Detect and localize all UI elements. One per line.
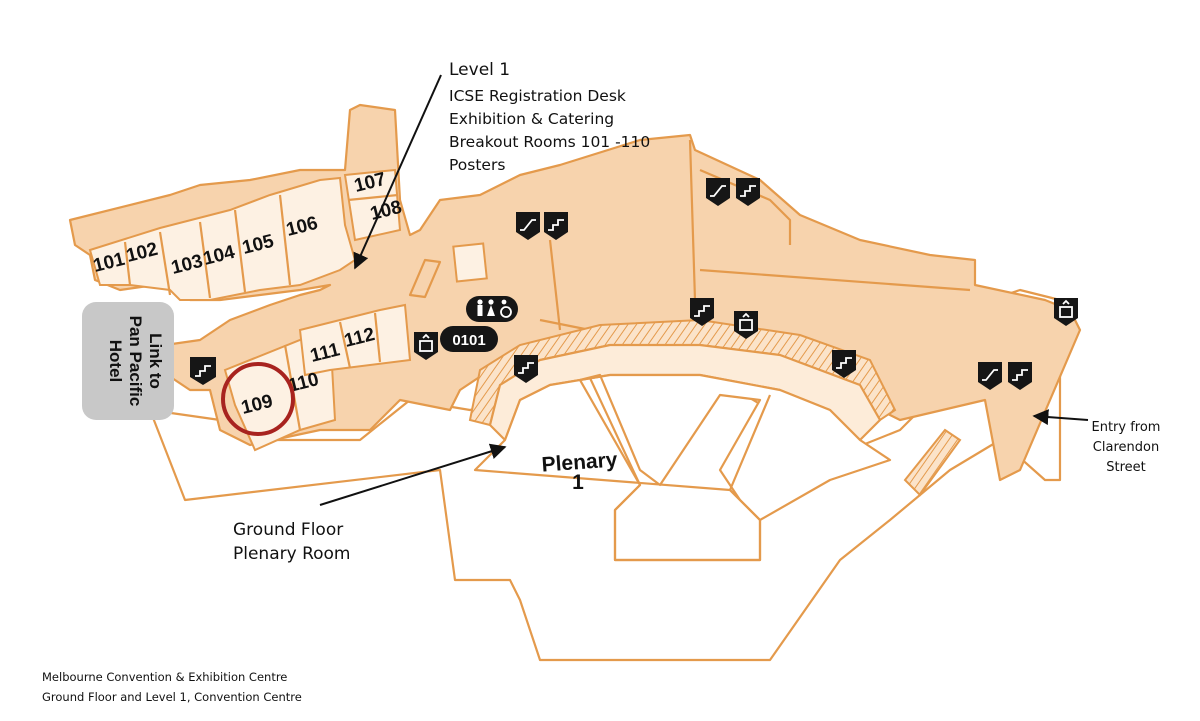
level1-title: Level 1: [449, 60, 510, 80]
stairs-icon: [1008, 362, 1032, 390]
level1-line-4: Posters: [449, 156, 505, 174]
caption-line-2: Ground Floor and Level 1, Convention Cen…: [42, 690, 302, 704]
info-pill: [440, 326, 498, 352]
pan-pacific-label-3: Hotel: [106, 340, 125, 383]
ground-floor-line-1: Ground Floor: [233, 520, 343, 540]
level1-line-1: ICSE Registration Desk: [449, 87, 626, 105]
stairs-icon: [190, 357, 216, 385]
pan-pacific-label-2: Pan Pacific: [126, 316, 145, 407]
entry-arrow: [1032, 409, 1089, 426]
accessible-icon: [500, 299, 512, 318]
entry-line-3: Street: [1106, 460, 1146, 475]
ground-floor-arrow: [319, 443, 507, 506]
caption-line-1: Melbourne Convention & Exhibition Centre: [42, 670, 287, 684]
toilets-icon: [477, 299, 495, 316]
plenary-label: Plenary: [541, 448, 619, 476]
entry-line-2: Clarendon: [1093, 440, 1159, 455]
room-109-highlight-circle: [221, 362, 295, 436]
stairs-icon: [544, 212, 568, 240]
pan-pacific-link-block: [82, 302, 174, 420]
stairs-icon: [736, 178, 760, 206]
level1-line-3: Breakout Rooms 101 -110: [449, 133, 650, 151]
escalator-icon: [516, 212, 540, 240]
level1-line-2: Exhibition & Catering: [449, 110, 614, 128]
pan-pacific-label-1: Link to: [146, 333, 165, 389]
info-pill-label: 0101: [452, 332, 485, 349]
lift-icon: [414, 332, 438, 360]
entry-line-1: Entry from: [1092, 420, 1161, 435]
escalator-icon: [978, 362, 1002, 390]
lift-icon: [734, 311, 758, 339]
escalator-icon: [706, 178, 730, 206]
lift-icon: [1054, 298, 1078, 326]
plenary-number-label: 1: [572, 471, 584, 494]
ground-floor-line-2: Plenary Room: [233, 544, 351, 564]
stairs-icon: [690, 298, 714, 326]
stairs-icon: [832, 350, 856, 378]
stairs-icon: [514, 355, 538, 383]
level1-arrow: [353, 74, 442, 270]
